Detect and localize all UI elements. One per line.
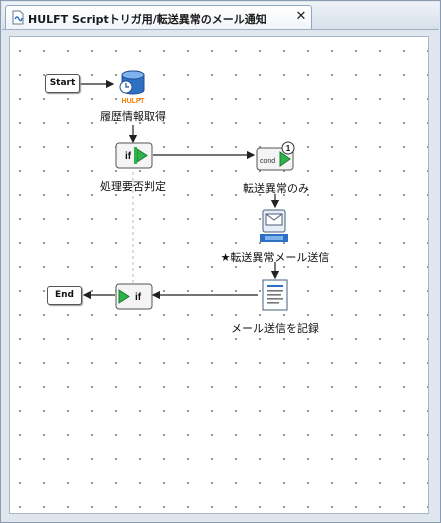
if2-icon-text: if	[135, 292, 142, 303]
record-mail-node[interactable]	[260, 279, 290, 311]
filter-icon-text: cond	[260, 158, 275, 165]
tab-title: HULFT Scriptトリガ用/転送異常のメール通知	[28, 13, 267, 26]
tab-bar: HULFT Scriptトリガ用/転送異常のメール通知 ✕	[2, 2, 439, 30]
end-label: End	[55, 290, 74, 300]
hulft-database-icon: HULFT	[119, 70, 146, 105]
if-branch-icon: if	[115, 142, 153, 169]
hulft-icon-text: HULFT	[122, 98, 146, 105]
end-node[interactable]: End	[47, 286, 82, 305]
svg-text:1: 1	[286, 144, 291, 153]
close-icon[interactable]: ✕	[295, 9, 307, 24]
start-label: Start	[49, 78, 76, 88]
mail-envelope-icon	[260, 209, 288, 242]
if1-icon-text: if	[125, 151, 132, 162]
if-merge-icon: if	[115, 283, 153, 310]
filter-error-caption: 転送異常のみ	[243, 182, 309, 195]
hulft-history-node[interactable]: HULFT	[113, 66, 153, 106]
if-judge-caption: 処理要否判定	[100, 180, 166, 193]
if-judge-node[interactable]: if	[115, 142, 153, 169]
filter-error-node[interactable]: cond 1	[256, 140, 296, 172]
flow-canvas[interactable]	[9, 36, 429, 514]
tab-script-editor[interactable]: HULFT Scriptトリガ用/転送異常のメール通知 ✕	[5, 5, 312, 29]
start-node[interactable]: Start	[45, 74, 80, 93]
if-merge-node[interactable]: if	[115, 283, 153, 310]
record-mail-caption: メール送信を記録	[231, 322, 319, 335]
filter-condition-icon: cond 1	[256, 141, 295, 171]
hulft-history-caption: 履歴情報取得	[100, 110, 166, 123]
mail-send-caption: ★転送異常メール送信	[220, 251, 330, 264]
mail-send-node[interactable]	[257, 208, 293, 244]
record-document-icon	[262, 279, 288, 311]
script-file-icon	[12, 10, 24, 25]
